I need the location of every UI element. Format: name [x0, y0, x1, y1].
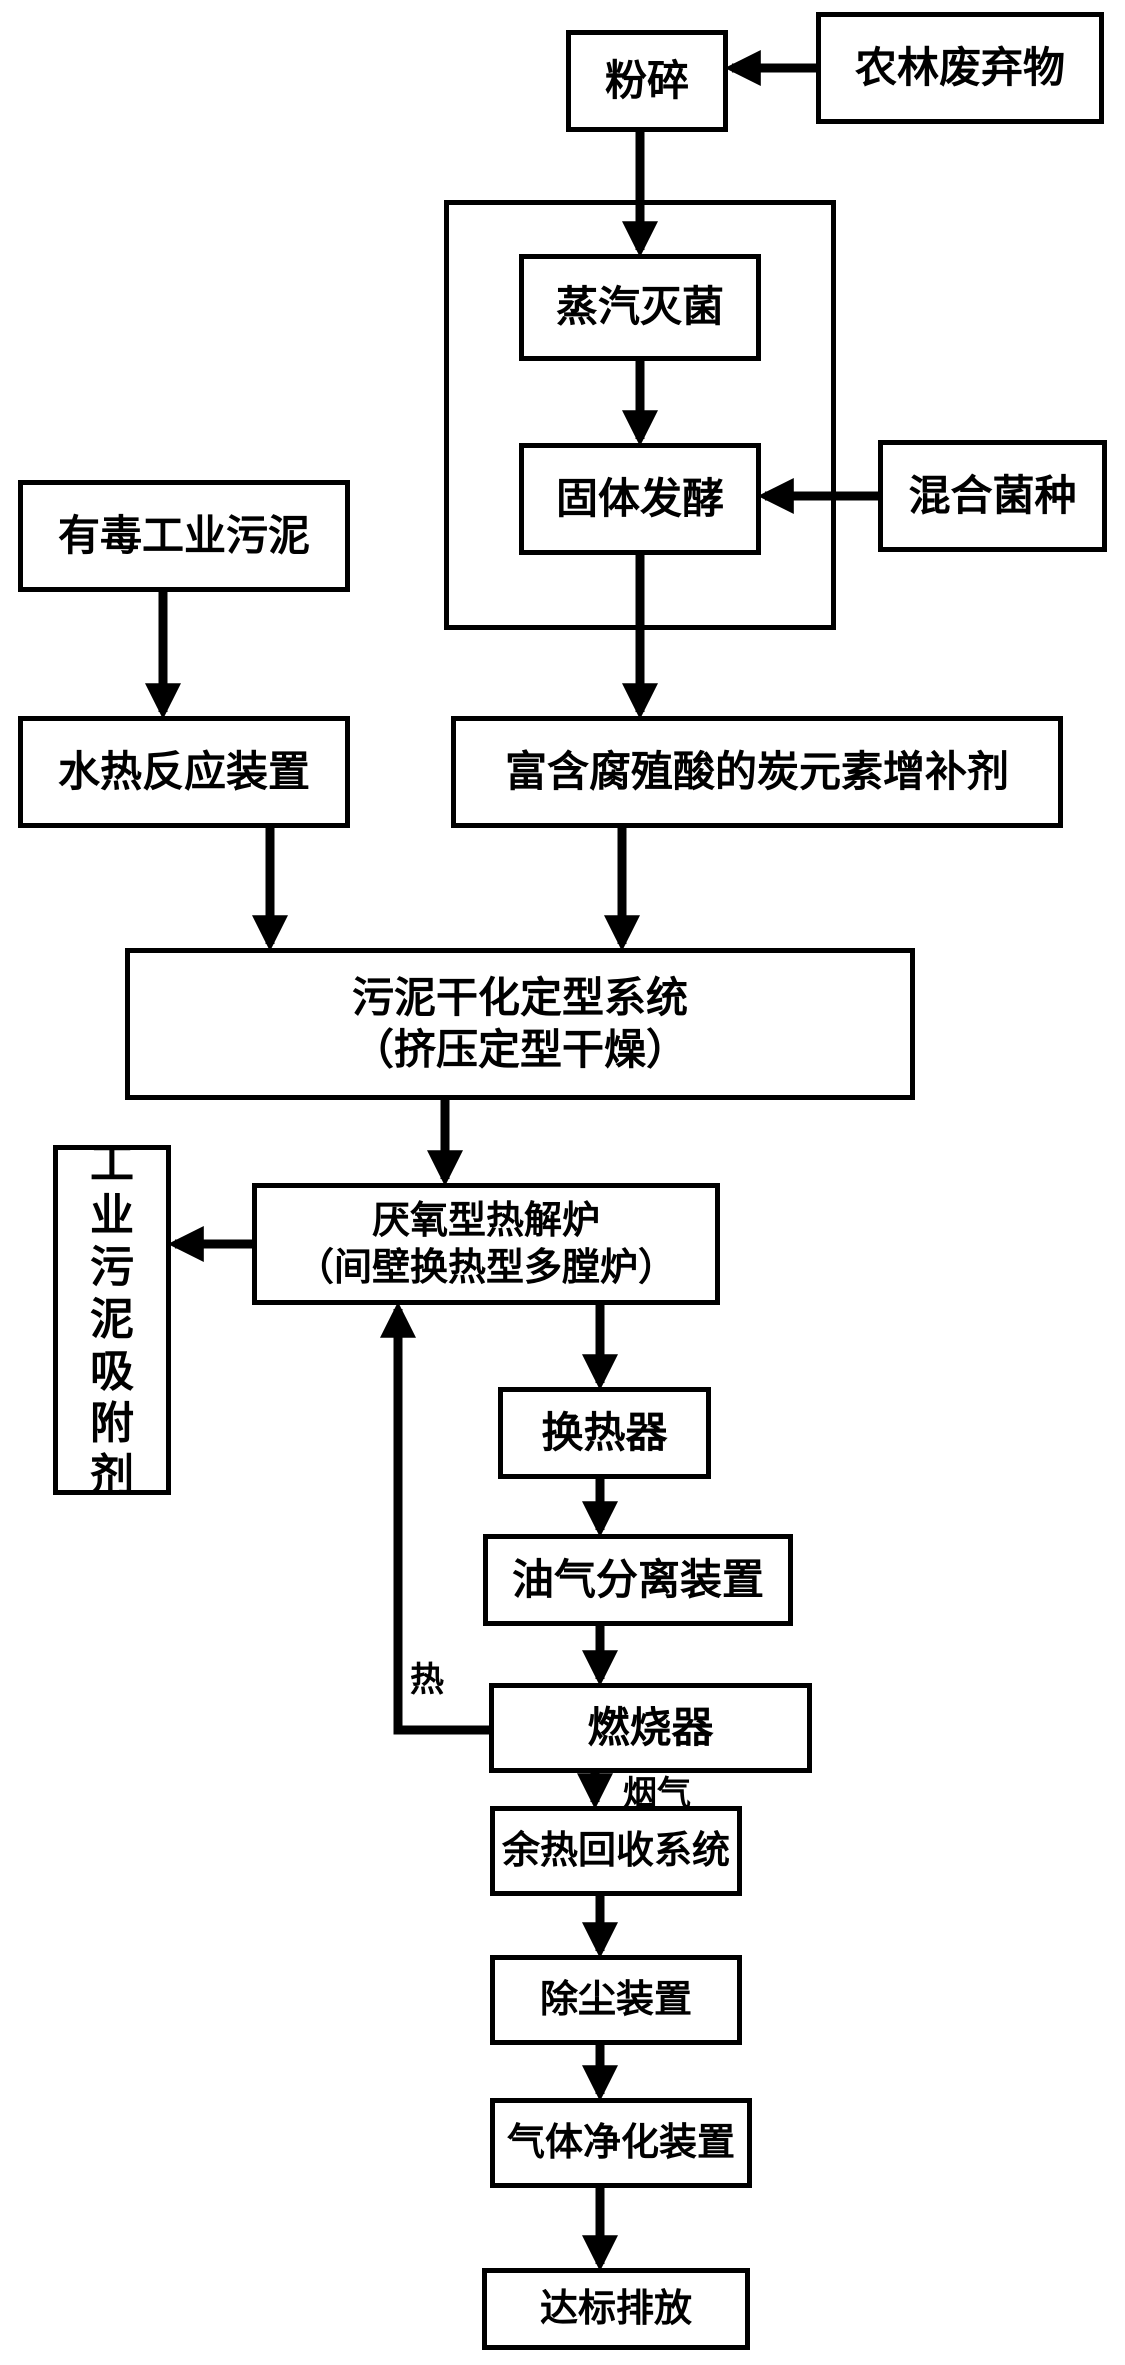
- node-oil-gas-separation: 油气分离装置: [483, 1534, 793, 1626]
- drying-system-line2: （挤压定型干燥）: [351, 1025, 688, 1074]
- node-adsorbent: 工 业 污 泥 吸 附 剂: [53, 1138, 171, 1501]
- adsorbent-char: 业: [90, 1190, 134, 1242]
- node-toxic-sludge: 有毒工业污泥: [18, 480, 350, 592]
- adsorbent-char: 附: [90, 1397, 134, 1449]
- node-mixed-strains: 混合菌种: [878, 440, 1107, 552]
- adsorbent-char: 吸: [90, 1345, 134, 1397]
- edge-label-heat: 热: [410, 1660, 444, 1700]
- node-crush: 粉碎: [566, 30, 728, 132]
- edge-label-flue-gas: 烟气: [623, 1774, 691, 1814]
- node-agri-waste: 农林废弃物: [816, 12, 1104, 124]
- node-waste-heat-recovery: 余热回收系统: [490, 1806, 742, 1896]
- node-pyrolysis: 厌氧型热解炉 （间壁换热型多膛炉）: [252, 1183, 720, 1305]
- node-steam-sterilize: 蒸汽灭菌: [519, 254, 761, 361]
- node-gas-purification: 气体净化装置: [490, 2098, 752, 2188]
- adsorbent-char: 剂: [90, 1449, 134, 1501]
- adsorbent-char: 污: [90, 1242, 134, 1294]
- node-heat-exchanger: 换热器: [498, 1387, 711, 1479]
- pyrolysis-line1: 厌氧型热解炉: [371, 1197, 600, 1242]
- node-hydrothermal: 水热反应装置: [18, 716, 350, 828]
- drying-system-line1: 污泥干化定型系统: [351, 972, 688, 1022]
- arrow-burner-heat-to-pyrolysis: [380, 1301, 489, 1735]
- adsorbent-char: 泥: [90, 1294, 134, 1346]
- node-burner: 燃烧器: [489, 1683, 812, 1773]
- pyrolysis-line2: （间壁换热型多膛炉）: [295, 1245, 676, 1289]
- node-carbon-supplement: 富含腐殖酸的炭元素增补剂: [451, 716, 1063, 828]
- adsorbent-char: 工: [90, 1138, 134, 1190]
- node-drying-system: 污泥干化定型系统 （挤压定型干燥）: [125, 948, 915, 1100]
